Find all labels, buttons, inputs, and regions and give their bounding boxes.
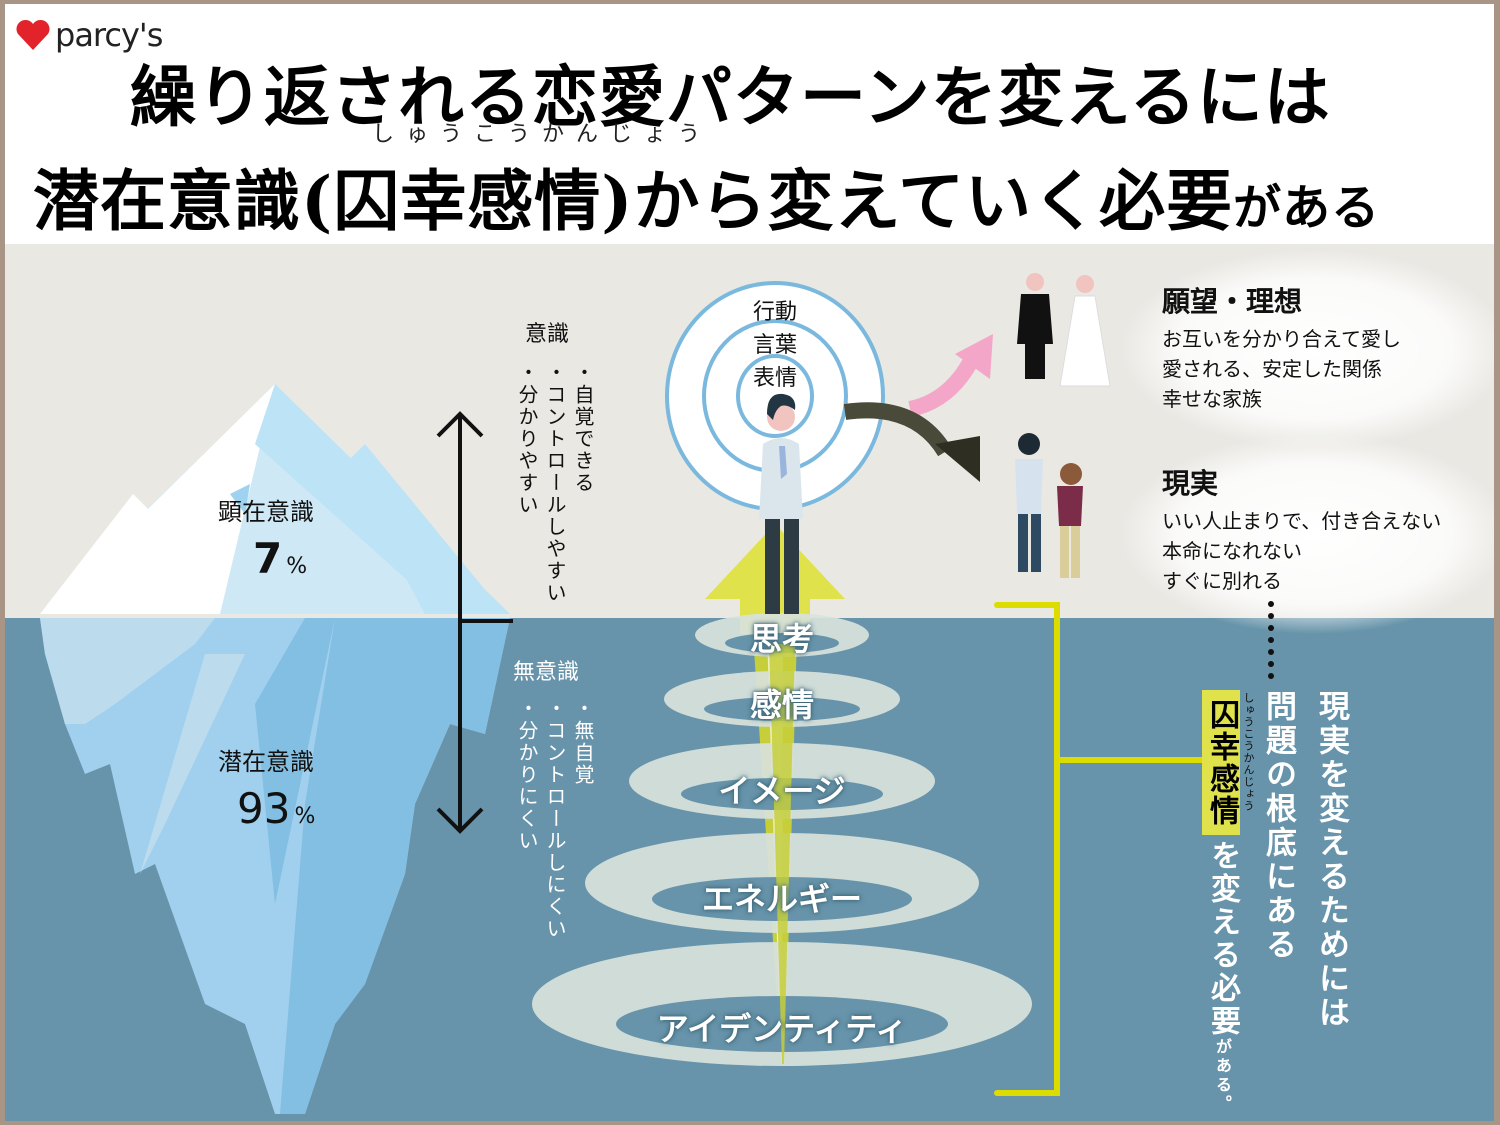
unconscious-item: ・コントロールしにくい: [543, 698, 567, 940]
reality-title: 現実: [1162, 467, 1219, 500]
ring-label-action: 行動: [753, 300, 798, 325]
conscious-item: ・コントロールしやすい: [543, 362, 567, 604]
layer-thought: 思考: [749, 620, 815, 658]
conscious-list: ・自覚できる ・コントロールしやすい ・分かりやすい: [513, 362, 597, 622]
man-figure: [759, 393, 803, 614]
ring-label-expression: 表情: [753, 366, 798, 391]
subconscious-label: 潜在意識: [218, 748, 314, 776]
title-ruby: しゅうこうかんじょう: [372, 122, 713, 147]
explicit-unit: %: [286, 554, 308, 579]
layer-ellipses: [532, 613, 1032, 1066]
conclusion-col3-main: を変える必要: [1205, 840, 1240, 1038]
conscious-item: ・自覚できる: [571, 362, 595, 494]
ideal-line: 幸せな家族: [1162, 387, 1262, 411]
title-line-2: 潜在意識(囚幸感情)から変えていく必要がある: [33, 148, 1380, 244]
conscious-title: 意識: [525, 322, 570, 347]
subconscious-percent: 93%: [237, 784, 315, 833]
outer-ring-labels: 行動 言葉 表情: [753, 296, 797, 395]
iceberg-bottom: [40, 618, 510, 1114]
conclusion-col3-suffix: がある。: [1213, 1038, 1232, 1114]
dark-arrow: [843, 402, 980, 482]
conclusion-col3: を変える必要がある。: [1203, 840, 1241, 1114]
ideal-box: 願望・理想 お互いを分かり合えて愛し 愛される、安定した関係 幸せな家族: [1162, 280, 1401, 414]
layer-emotion: 感情: [749, 686, 815, 724]
ideal-glow: [1120, 249, 1494, 449]
explicit-value: 7: [253, 534, 283, 583]
reality-glow: [1120, 434, 1494, 634]
conscious-scale-arrow: [436, 411, 513, 834]
yellow-bracket: [994, 602, 1206, 1096]
conscious-item: ・分かりやすい: [515, 362, 539, 516]
brand-logo[interactable]: parcy's: [15, 16, 163, 54]
reality-line: すぐに別れる: [1162, 569, 1282, 593]
subconscious-unit: %: [294, 804, 316, 829]
title-line-2-main: 潜在意識(囚幸感情)から変えていく必要: [33, 162, 1234, 240]
unconscious-item: ・分かりにくい: [515, 698, 539, 852]
wedding-couple-illustration: [1017, 273, 1111, 387]
reality-line: 本命になれない: [1162, 539, 1302, 563]
ideal-title: 願望・理想: [1162, 285, 1303, 318]
unconscious-title: 無意識: [513, 660, 580, 685]
layer-energy: エネルギー: [701, 880, 863, 918]
sad-couple-illustration: [1015, 433, 1083, 578]
ideal-line: 愛される、安定した関係: [1162, 357, 1382, 381]
ring-label-words: 言葉: [753, 333, 798, 358]
conclusion-col2: 問題の根底にある: [1260, 690, 1296, 962]
explicit-consciousness-percent: 7%: [253, 534, 307, 583]
dotted-connector: [1268, 601, 1274, 679]
ideal-line: お互いを分かり合えて愛し: [1162, 327, 1401, 351]
brand-name: parcy's: [55, 16, 163, 54]
reality-line: いい人止まりで、付き合えない: [1162, 509, 1442, 533]
header: parcy's 繰り返される恋愛パターンを変えるには しゅうこうかんじょう 潜在…: [5, 4, 1494, 244]
heart-icon: [16, 19, 50, 50]
unconscious-list: ・無自覚 ・コントロールしにくい ・分かりにくい: [513, 698, 597, 958]
diagram-artwork: [40, 249, 1494, 1114]
highlight-term: 囚幸感情: [1202, 690, 1240, 835]
infographic-frame: parcy's 繰り返される恋愛パターンを変えるには しゅうこうかんじょう 潜在…: [5, 4, 1494, 1121]
title-line-1: 繰り返される恋愛パターンを変えるには: [130, 58, 1331, 136]
conclusion-col1: 現実を変えるためには: [1313, 690, 1349, 1030]
iceberg-top: [40, 384, 510, 614]
layer-identity: アイデンティティ: [656, 1010, 908, 1048]
unconscious-item: ・無自覚: [571, 698, 595, 786]
reality-box: 現実 いい人止まりで、付き合えない 本命になれない すぐに別れる: [1162, 462, 1441, 596]
layer-image: イメージ: [718, 772, 846, 810]
highlight-ruby: しゅうこうかんじょう: [1242, 692, 1255, 812]
subconscious-value: 93: [237, 784, 291, 833]
pink-arrow: [908, 334, 993, 417]
explicit-consciousness-label: 顕在意識: [218, 498, 314, 526]
title-line-2-suffix: がある: [1233, 180, 1381, 236]
